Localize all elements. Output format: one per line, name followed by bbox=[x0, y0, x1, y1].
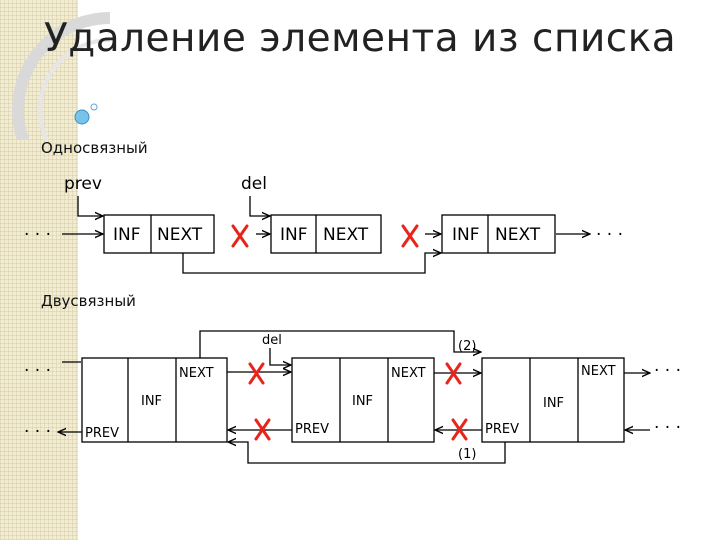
node2-next: NEXT bbox=[323, 225, 369, 245]
node1-inf: INF bbox=[113, 225, 141, 245]
blue-bubble-icon bbox=[74, 109, 90, 125]
cross-icon bbox=[451, 418, 468, 441]
dots-left-bottom: · · · bbox=[24, 422, 51, 442]
dots-right-top: · · · bbox=[654, 361, 681, 381]
doubly-node-2 bbox=[291, 357, 435, 443]
prev-pointer bbox=[77, 196, 103, 216]
node3-inf: INF bbox=[452, 225, 480, 245]
small-bubble-icon bbox=[90, 103, 98, 111]
dn1-inf: INF bbox=[141, 394, 162, 409]
dn3-next: NEXT bbox=[581, 364, 616, 379]
dots-left: · · · bbox=[24, 225, 51, 245]
node1-next: NEXT bbox=[157, 225, 203, 245]
singly-crosses bbox=[231, 224, 419, 248]
doubly-node-1 bbox=[81, 357, 228, 443]
decorative-circles bbox=[12, 12, 110, 140]
dn3-prev: PREV bbox=[485, 422, 519, 437]
del-label-doubly: del bbox=[262, 333, 282, 348]
step-2-label: (2) bbox=[458, 339, 476, 354]
dn1-prev: PREV bbox=[85, 426, 119, 441]
dots-right: · · · bbox=[596, 225, 623, 245]
page-title: Удаление элемента из списка bbox=[44, 16, 677, 61]
singly-node-1 bbox=[103, 214, 215, 254]
cross-icon bbox=[401, 224, 419, 248]
step-1-label: (1) bbox=[458, 447, 476, 462]
section-singly-label: Односвязный bbox=[41, 139, 148, 157]
del-pointer bbox=[249, 196, 270, 216]
dots-right-bottom: · · · bbox=[654, 418, 681, 438]
cross-icon bbox=[254, 418, 271, 441]
singly-node-2 bbox=[270, 214, 382, 254]
bypass-prev-1 bbox=[228, 442, 506, 464]
section-doubly-label: Двусвязный bbox=[41, 292, 136, 310]
dn3-inf: INF bbox=[543, 396, 564, 411]
del-label: del bbox=[241, 174, 267, 194]
doubly-node-3 bbox=[481, 357, 625, 443]
prev-label: prev bbox=[64, 174, 102, 194]
del-pointer-doubly bbox=[269, 348, 291, 365]
dots-left-top: · · · bbox=[24, 361, 51, 381]
doubly-crosses bbox=[248, 362, 468, 441]
singly-node-3 bbox=[441, 214, 556, 254]
doubly-list bbox=[58, 330, 650, 464]
dn2-prev: PREV bbox=[295, 422, 329, 437]
dn1-next: NEXT bbox=[179, 366, 214, 381]
bypass-next-2 bbox=[199, 330, 481, 358]
dn2-next: NEXT bbox=[391, 366, 426, 381]
cross-icon bbox=[248, 362, 265, 385]
cross-icon bbox=[445, 362, 462, 385]
node3-next: NEXT bbox=[495, 225, 541, 245]
singly-list bbox=[62, 196, 590, 274]
dn2-inf: INF bbox=[352, 394, 373, 409]
decorative-stripe bbox=[0, 0, 78, 540]
cross-icon bbox=[231, 224, 249, 248]
node2-inf: INF bbox=[280, 225, 308, 245]
bypass-link bbox=[182, 253, 441, 274]
